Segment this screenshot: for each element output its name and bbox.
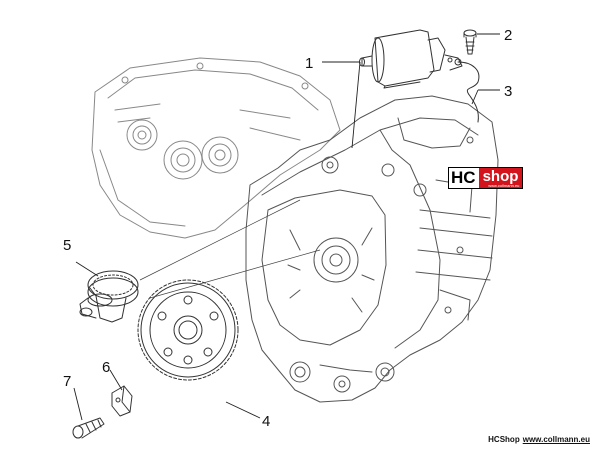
left-crankcase-half — [91, 57, 341, 239]
callout-4: 4 — [262, 413, 270, 430]
cable — [454, 58, 480, 123]
clamp — [111, 385, 133, 417]
callouts: 1 2 3 4 5 6 7 — [63, 27, 512, 430]
callout-7: 7 — [63, 373, 71, 390]
hcshop-logo: HC shop www.collmann.eu — [448, 167, 524, 189]
logo-hc-text: HC — [449, 168, 479, 188]
callout-2: 2 — [504, 27, 512, 44]
screw — [463, 29, 477, 55]
leader-lines — [73, 33, 500, 421]
callout-6: 6 — [102, 359, 110, 376]
starter-motor — [359, 29, 463, 89]
logo-shop-text: shop www.collmann.eu — [478, 168, 523, 188]
callout-3: 3 — [504, 83, 512, 100]
logo-domain-text: www.collmann.eu — [488, 183, 520, 188]
footer-url: www.collmann.eu — [522, 435, 590, 444]
right-crankcase-half — [245, 95, 499, 403]
logo-shop-word: shop — [482, 168, 519, 185]
footer-brand: HCShop — [488, 435, 520, 444]
intermediate-gear — [79, 270, 139, 323]
callout-1: 1 — [305, 55, 313, 72]
bolt — [72, 417, 105, 439]
starter-gear — [137, 279, 239, 381]
callout-5: 5 — [63, 237, 71, 254]
